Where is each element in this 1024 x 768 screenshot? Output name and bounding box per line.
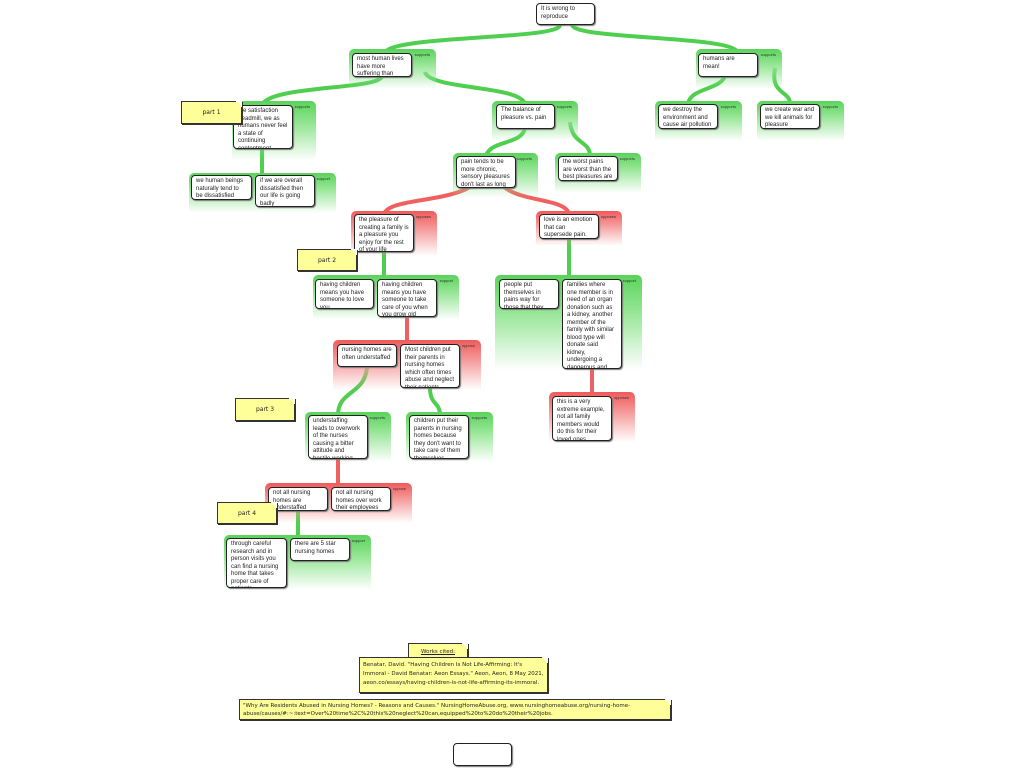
claim-box[interactable]: the pleasure of creating a family is a p… bbox=[354, 214, 414, 252]
claim-box[interactable]: we destroy the environment and cause air… bbox=[658, 104, 718, 129]
claim-box[interactable]: this is a very extreme example, not all … bbox=[552, 396, 612, 441]
note-fold-icon bbox=[665, 699, 671, 705]
connector-1 bbox=[570, 23, 740, 55]
claim-box[interactable]: The balance of pleasure vs. pain bbox=[496, 104, 555, 129]
citation-text: Benatar, David. "Having Children Is Not … bbox=[363, 662, 544, 686]
note-fold-icon bbox=[351, 249, 357, 255]
relation-label: support bbox=[316, 176, 330, 181]
relation-label: support bbox=[622, 278, 636, 283]
citation-note[interactable]: "Why Are Residents Abused in Nursing Hom… bbox=[239, 699, 671, 720]
note-fold-icon bbox=[289, 398, 295, 404]
citation-text: "Why Are Residents Abused in Nursing Hom… bbox=[243, 703, 631, 717]
claim-box[interactable]: most human lives have more suffering tha… bbox=[352, 53, 412, 77]
relation-label: opposes bbox=[600, 214, 616, 219]
claim-box[interactable]: we create war and we kill animals for pl… bbox=[760, 104, 820, 129]
claim-box[interactable]: having children means you have someone t… bbox=[377, 279, 437, 317]
relation-label: support bbox=[439, 278, 453, 283]
claim-box[interactable]: people put themselves in pains way for t… bbox=[499, 279, 559, 309]
relation-label: supports bbox=[369, 415, 385, 420]
relation-label: supports bbox=[294, 104, 310, 109]
root-claim-box[interactable]: It is wrong to reproduce bbox=[536, 3, 595, 25]
relation-label: opposes bbox=[415, 214, 431, 219]
claim-box[interactable]: nursing homes are often understaffed bbox=[337, 344, 397, 367]
note-text: part 4 bbox=[237, 509, 257, 517]
note-fold-icon bbox=[542, 657, 548, 663]
relation-label: supports bbox=[471, 415, 487, 420]
claim-box[interactable]: families where one member is in need of … bbox=[562, 279, 622, 369]
relation-label: oppose bbox=[392, 486, 406, 491]
relation-label: support bbox=[351, 538, 365, 543]
claim-box[interactable]: pain tends to be more chronic, sensory p… bbox=[456, 156, 516, 188]
relation-label: supports bbox=[516, 156, 532, 161]
relation-label: supports bbox=[619, 156, 635, 161]
claim-box[interactable]: the satisfaction treadmill, we as humans… bbox=[233, 105, 293, 149]
part-note[interactable]: part 4 bbox=[217, 502, 277, 524]
relation-label: supports bbox=[414, 52, 430, 57]
claim-box[interactable]: if we are overall dissatisfied then our … bbox=[255, 175, 315, 207]
empty-claim-box[interactable] bbox=[453, 743, 512, 766]
claim-box[interactable]: children put their parents in nursing ho… bbox=[409, 415, 469, 459]
claim-box[interactable]: understaffing leads to overwork of the n… bbox=[308, 415, 368, 459]
connector-16 bbox=[428, 387, 442, 416]
note-text: part 3 bbox=[255, 406, 275, 413]
claim-box[interactable]: there are 5 star nursing homes bbox=[290, 538, 350, 561]
part-note[interactable]: part 1 bbox=[181, 101, 242, 124]
note-fold-icon bbox=[271, 502, 277, 508]
connector-0 bbox=[383, 23, 562, 55]
claim-box[interactable]: Most children put their parents in nursi… bbox=[400, 344, 460, 388]
claim-box[interactable]: humans are mean! bbox=[698, 53, 758, 77]
note-text: part 1 bbox=[202, 109, 221, 116]
claim-box[interactable]: not all nursing homes are understaffed bbox=[268, 487, 328, 511]
note-text: part 2 bbox=[317, 256, 337, 264]
relation-label: oppose bbox=[461, 343, 475, 348]
relation-label: supports bbox=[760, 52, 776, 57]
note-text: Works cited: bbox=[421, 649, 455, 655]
claim-box[interactable]: love is an emotion that can supersede pa… bbox=[539, 214, 599, 239]
claim-box[interactable]: not all nursing homes over work their em… bbox=[331, 487, 391, 511]
claim-box[interactable]: we human beings naturally tend to be dis… bbox=[191, 175, 252, 200]
claim-box[interactable]: through careful research and in person v… bbox=[226, 538, 287, 588]
part-note[interactable]: part 3 bbox=[235, 398, 295, 421]
claim-box[interactable]: having children means you have someone t… bbox=[315, 279, 374, 309]
part-note[interactable]: part 2 bbox=[297, 249, 357, 271]
claim-box[interactable]: the worst pains are worst than the best … bbox=[558, 156, 618, 181]
relation-label: supports bbox=[720, 104, 736, 109]
note-fold-icon bbox=[462, 643, 468, 649]
relation-label: supports bbox=[822, 104, 838, 109]
connector-3 bbox=[423, 70, 527, 106]
relation-label: supports bbox=[556, 104, 572, 109]
relation-label: opposes bbox=[613, 395, 629, 400]
citation-note[interactable]: Benatar, David. "Having Children Is Not … bbox=[359, 657, 548, 693]
note-fold-icon bbox=[236, 101, 242, 107]
